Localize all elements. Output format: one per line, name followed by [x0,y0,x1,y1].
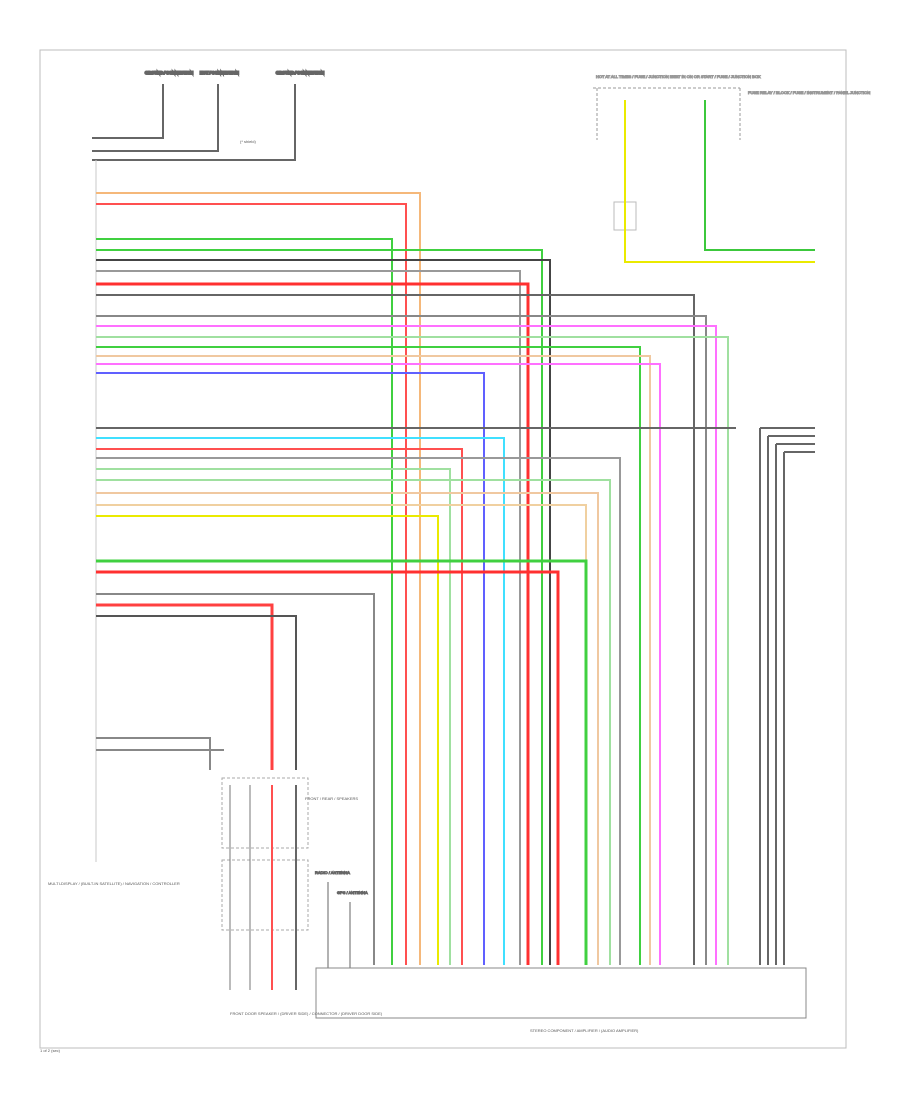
top-connector-label-1: GROUND / CONNECTION [145,70,193,75]
top-connector-label-3: GROUND / CONNECTION [276,70,324,75]
top-connectors: GROUND / CONNECTION HOT / CONNECTION GRO… [92,69,325,161]
top-right-fuse-blocks: HOT AT ALL TIMES / FUSE / JUNCTION BOX H… [593,74,871,263]
speaker-group [221,777,309,990]
diagram-frame [39,49,847,1049]
fuse-label-1: HOT AT ALL TIMES / FUSE / JUNCTION BOX [596,74,679,79]
fuse-label-3: FUSE RELAY / BLOCK / FUSE / INSTRUMENT /… [748,90,870,95]
shield-note: (* shield) [240,139,256,144]
left-module-label: MULTI-DISPLAY / (BUILT-IN SATELLITE) / N… [48,881,180,886]
footer-code: 1 of 2 (sec) [40,1048,61,1053]
antennas: RADIO / ANTENNA GPS / ANTENNA [315,870,369,968]
front-speaker-box-label: FRONT DOOR SPEAKER / (DRIVER SIDE) / CON… [230,1011,383,1016]
radio-antenna-label: RADIO / ANTENNA [315,870,350,875]
gps-antenna-label: GPS / ANTENNA [337,890,368,895]
stereo-amp-label: STEREO COMPONENT / AMPLIFIER / (AUDIO AM… [530,1028,639,1033]
top-connector-label-2: HOT / CONNECTION [200,70,239,75]
fuse-label-2: HOT IN ON OR START / FUSE / JUNCTION BOX [672,74,761,79]
speaker-group-label: FRONT / REAR / SPEAKERS [305,796,358,801]
harness-wires [96,192,815,965]
stereo-amplifier-box [315,967,807,1019]
